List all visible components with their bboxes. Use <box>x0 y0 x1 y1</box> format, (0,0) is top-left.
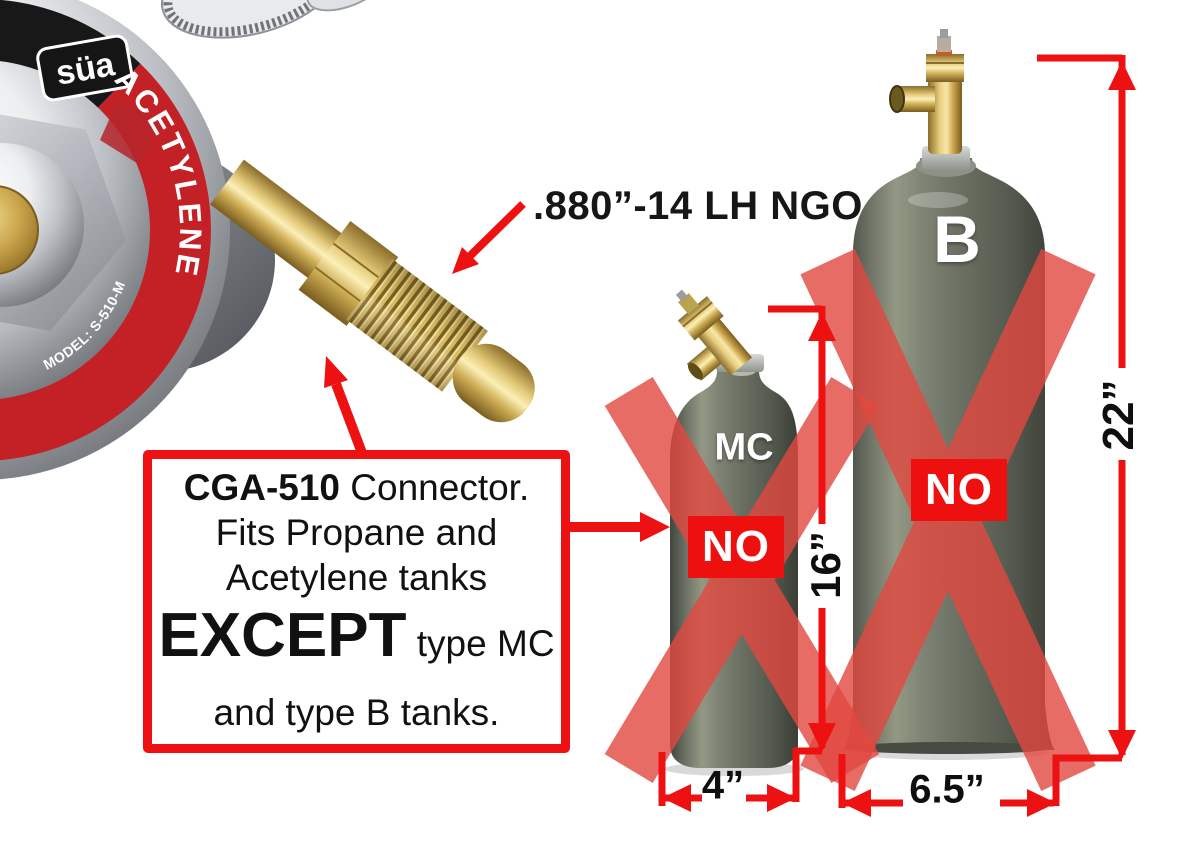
inner-red-wedge <box>100 100 160 165</box>
info-box-line-1: CGA-510 Connector. <box>184 465 530 510</box>
dim-65-arrowheads <box>842 789 1056 817</box>
tank-label-mc: MC <box>714 426 774 469</box>
dim-22-label: 22” <box>1094 379 1143 451</box>
info-box-line-2: Fits Propane and <box>215 512 498 553</box>
info-box-line-5: and type B tanks. <box>213 692 500 733</box>
brass-center-fitting <box>0 185 39 275</box>
dim-16-arrowheads <box>808 312 836 752</box>
info-box-type-mc: type MC <box>406 623 555 664</box>
b-tank-valve <box>889 29 970 170</box>
dim-22-line <box>1037 54 1126 806</box>
brand-logo: süa <box>36 34 134 102</box>
dim-4-label: 4” <box>701 763 745 808</box>
mc-tank-valve <box>675 289 753 381</box>
pressure-gauge-edge <box>160 0 388 39</box>
prohibition-x-mc <box>604 377 880 783</box>
info-box-line-3: Acetylene tanks <box>225 557 488 598</box>
info-box-except: EXCEPT <box>158 601 407 670</box>
thread-spec-label: .880”-14 LH NGO <box>533 184 863 228</box>
info-box: CGA-510 Connector. Fits Propane and Acet… <box>143 450 570 753</box>
dim-65-label: 6.5” <box>909 767 985 812</box>
connector-hex-collar <box>298 221 399 326</box>
no-badge-mc: NO <box>688 516 784 578</box>
no-badge-b: NO <box>911 459 1007 521</box>
dim-16-label: 16” <box>802 531 849 599</box>
acetylene-ring-label <box>0 63 211 460</box>
info-box-line-4: EXCEPT type MC <box>158 600 554 688</box>
info-box-connector-text: Connector. <box>340 467 530 508</box>
connector-stem <box>210 159 345 281</box>
info-box-arrow-up <box>324 356 367 455</box>
info-box-cga510: CGA-510 <box>183 467 341 508</box>
regulator-photo: süa ACETYLENE MODEL: S-510-M <box>0 0 535 480</box>
info-box-arrow-right <box>566 512 670 542</box>
connector-tip <box>452 343 535 423</box>
dim-4-arrowheads <box>662 784 796 812</box>
tank-label-b: B <box>933 202 981 276</box>
thread-spec-arrow <box>452 201 526 274</box>
cga510-connector <box>210 159 535 423</box>
dim-22-arrowheads <box>1108 61 1136 759</box>
